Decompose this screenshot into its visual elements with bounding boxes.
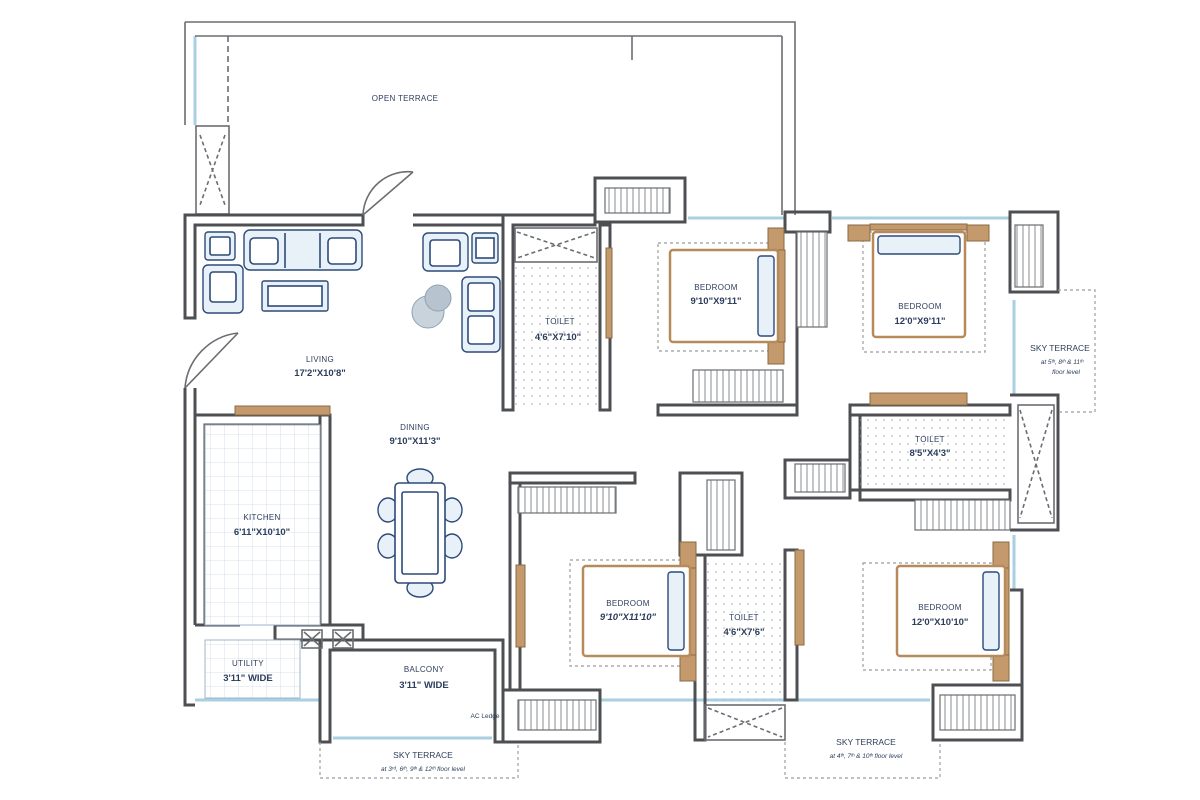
open-terrace xyxy=(184,21,796,215)
sky-terrace-east-note-2: floor level xyxy=(1052,369,1080,376)
sky-terrace-south xyxy=(319,742,941,779)
utility-label: UTILITY xyxy=(232,659,264,668)
main-door xyxy=(184,170,414,389)
bedroom-4-label: BEDROOM xyxy=(918,603,961,612)
utility-area xyxy=(204,629,354,699)
living-furniture xyxy=(202,229,501,353)
ac-ledge-label: AC Ledge xyxy=(471,713,500,720)
living-label: LIVING xyxy=(306,355,334,364)
bedroom-1-furniture xyxy=(604,187,828,403)
bedroom-2-dimension: 12'0"X9'11" xyxy=(894,316,945,327)
toilet-3-fixtures xyxy=(704,549,805,741)
kitchen-label: KITCHEN xyxy=(243,513,280,522)
toilet-3-label: TOILET xyxy=(729,613,759,622)
sky-terrace-south-west-label: SKY TERRACE xyxy=(393,750,453,760)
toilet-2-fixtures xyxy=(794,404,1055,531)
kitchen-dimension: 6'11"X10'10" xyxy=(234,527,290,538)
bedroom-3-furniture xyxy=(515,479,736,731)
bedroom-2-label: BEDROOM xyxy=(898,302,941,311)
toilet-2-dimension: 8'5"X4'3" xyxy=(910,448,951,459)
tv-unit xyxy=(234,405,331,416)
kitchen-counter xyxy=(204,424,321,626)
bedroom-3-label: BEDROOM xyxy=(606,599,649,608)
bedroom-3-dimension: 9'10"X11'10" xyxy=(600,612,657,623)
balcony-dimension: 3'11" WIDE xyxy=(399,680,449,691)
sky-terrace-south-east-note: at 4ᵗʰ, 7ᵗʰ & 10ᵗʰ floor level xyxy=(830,753,903,760)
toilet-1-label: TOILET xyxy=(545,317,575,326)
bedroom-1-label: BEDROOM xyxy=(694,283,737,292)
bedroom-4-dimension: 12'0"X10'10" xyxy=(912,617,969,628)
toilet-2-label: TOILET xyxy=(915,435,945,444)
sky-terrace-east xyxy=(1058,289,1096,413)
bedroom-4-furniture xyxy=(862,541,1016,731)
dining-dimension: 9'10"X11'3" xyxy=(389,436,440,447)
sky-terrace-south-east-label: SKY TERRACE xyxy=(836,737,896,747)
toilet-1-fixtures xyxy=(513,227,613,405)
toilet-1-dimension: 4'6"X7'10" xyxy=(535,332,581,343)
sky-terrace-south-west-note: at 3ʳᵈ, 6ᵗʰ, 9ᵗʰ & 12ᵗʰ floor level xyxy=(381,766,465,773)
sky-terrace-east-label: SKY TERRACE xyxy=(1030,343,1090,353)
utility-dimension: 3'11" WIDE xyxy=(223,673,273,684)
bedroom-1-dimension: 9'10"X9'11" xyxy=(690,296,741,307)
balcony-label: BALCONY xyxy=(404,665,445,674)
dining-label: DINING xyxy=(400,423,430,432)
open-terrace-label: OPEN TERRACE xyxy=(372,94,439,103)
toilet-3-dimension: 4'6"X7'6" xyxy=(724,627,765,638)
dining-table xyxy=(377,468,463,598)
bedroom-2-furniture xyxy=(847,223,1044,406)
living-dimension: 17'2"X10'8" xyxy=(294,368,346,379)
sky-terrace-east-note-1: at 5ᵗʰ, 8ᵗʰ & 11ᵗʰ xyxy=(1041,359,1085,366)
